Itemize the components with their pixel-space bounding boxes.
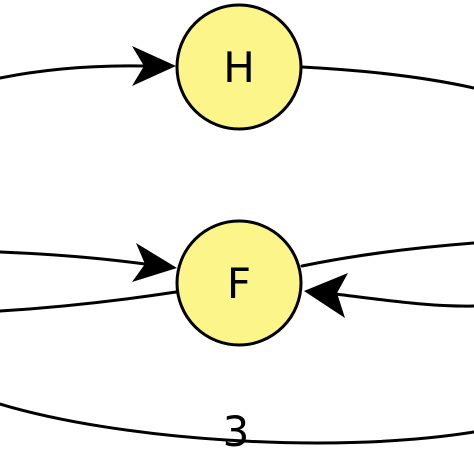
edge-weight-label: 3 — [223, 407, 250, 456]
arrowhead-into-f-left — [132, 243, 177, 282]
edge-f-to-left — [0, 290, 178, 313]
node-f-label: F — [227, 259, 251, 308]
arrowhead-into-f-right — [304, 273, 348, 318]
edge-right-to-f — [333, 292, 474, 308]
node-f: F — [175, 219, 303, 347]
arrowhead-into-h — [132, 46, 176, 86]
edge-left-to-f — [0, 250, 147, 266]
edge-f-to-right — [300, 241, 474, 268]
node-h-circle — [175, 3, 303, 131]
edge-h-to-right — [300, 65, 474, 90]
edge-bottom-long — [0, 402, 474, 445]
node-h-label: H — [223, 43, 255, 92]
edge-left-to-h — [0, 64, 147, 80]
node-f-circle — [175, 219, 303, 347]
node-h: H — [175, 3, 303, 131]
